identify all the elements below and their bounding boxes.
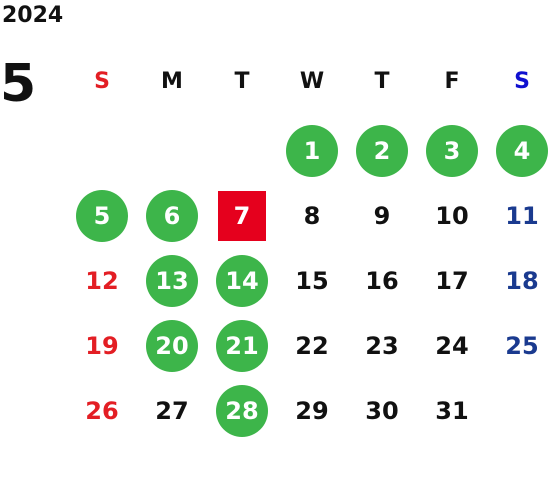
weekday-header-sat: S	[514, 68, 530, 94]
weekday-header-mon: M	[161, 68, 183, 94]
day-cell-27[interactable]: 27	[155, 397, 189, 425]
day-cell-18[interactable]: 18	[505, 267, 539, 295]
day-cell-7[interactable]: 7	[218, 191, 266, 241]
day-cell-25[interactable]: 25	[505, 332, 539, 360]
weekday-header-sun: S	[94, 68, 110, 94]
day-cell-20[interactable]: 20	[146, 320, 198, 372]
month-number: 5	[0, 54, 37, 114]
day-cell-30[interactable]: 30	[365, 397, 399, 425]
day-cell-3[interactable]: 3	[426, 125, 478, 177]
day-cell-19[interactable]: 19	[85, 332, 119, 360]
day-cell-23[interactable]: 23	[365, 332, 399, 360]
day-cell-31[interactable]: 31	[435, 397, 469, 425]
day-cell-6[interactable]: 6	[146, 190, 198, 242]
day-cell-8[interactable]: 8	[303, 202, 321, 230]
day-cell-5[interactable]: 5	[76, 190, 128, 242]
day-cell-21[interactable]: 21	[216, 320, 268, 372]
day-cell-10[interactable]: 10	[435, 202, 469, 230]
weekday-header-thu: T	[374, 68, 390, 94]
day-cell-28[interactable]: 28	[216, 385, 268, 437]
day-cell-16[interactable]: 16	[365, 267, 399, 295]
day-cell-13[interactable]: 13	[146, 255, 198, 307]
day-cell-17[interactable]: 17	[435, 267, 469, 295]
day-cell-24[interactable]: 24	[435, 332, 469, 360]
day-cell-11[interactable]: 11	[505, 202, 539, 230]
day-cell-2[interactable]: 2	[356, 125, 408, 177]
weekday-header-fri: F	[444, 68, 460, 94]
day-cell-14[interactable]: 14	[216, 255, 268, 307]
day-cell-22[interactable]: 22	[295, 332, 329, 360]
day-cell-12[interactable]: 12	[85, 267, 119, 295]
day-cell-4[interactable]: 4	[496, 125, 548, 177]
year-label: 2024	[2, 3, 64, 28]
day-cell-1[interactable]: 1	[286, 125, 338, 177]
day-cell-29[interactable]: 29	[295, 397, 329, 425]
weekday-header-tue: T	[234, 68, 250, 94]
day-cell-26[interactable]: 26	[85, 397, 119, 425]
day-cell-15[interactable]: 15	[295, 267, 329, 295]
day-cell-9[interactable]: 9	[373, 202, 391, 230]
weekday-header-wed: W	[299, 68, 325, 94]
